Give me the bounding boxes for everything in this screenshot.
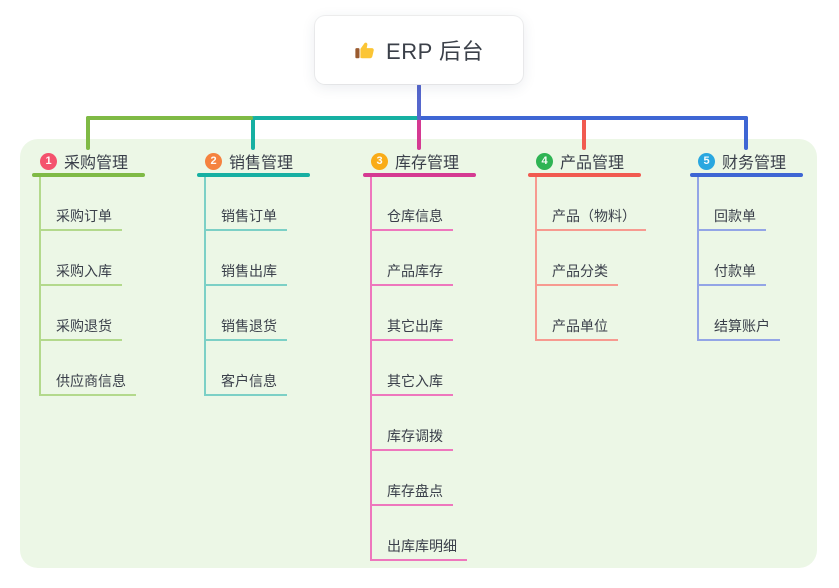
branch-title: 财务管理: [722, 155, 787, 172]
branch-header-underline: [528, 173, 641, 177]
branch-title: 销售管理: [229, 155, 294, 172]
connector-drop-1: [86, 116, 90, 150]
branch-number-badge: 3: [371, 152, 388, 170]
sub-item[interactable]: 产品分类: [535, 260, 618, 286]
sub-item[interactable]: 库存调拨: [370, 425, 453, 451]
branch-3: 3 库存管理仓库信息产品库存其它出库其它入库库存调拨库存盘点出库库明细: [363, 145, 523, 585]
branch-vertical-line: [697, 177, 699, 341]
branch-header[interactable]: 5 财务管理: [698, 150, 786, 172]
sub-item[interactable]: 产品（物料）: [535, 205, 646, 231]
thumbs-up-icon: [354, 39, 376, 61]
connector-drop-4: [582, 116, 586, 150]
branch-header-underline: [690, 173, 803, 177]
branch-vertical-line: [39, 177, 41, 396]
branch-header-underline: [363, 173, 476, 177]
sub-item[interactable]: 采购订单: [39, 205, 122, 231]
sub-item[interactable]: 付款单: [697, 260, 766, 286]
sub-item[interactable]: 采购退货: [39, 315, 122, 341]
branch-number-badge: 5: [698, 152, 715, 170]
sub-item[interactable]: 回款单: [697, 205, 766, 231]
branch-title: 产品管理: [560, 155, 625, 172]
branch-1: 1 采购管理采购订单采购入库采购退货供应商信息: [32, 145, 192, 585]
connector-drop-2: [251, 116, 255, 150]
sub-item[interactable]: 出库库明细: [370, 535, 467, 561]
branch-5: 5 财务管理回款单付款单结算账户: [690, 145, 839, 585]
sub-item[interactable]: 结算账户: [697, 315, 780, 341]
connector-drop-3: [417, 116, 421, 150]
branch-title: 采购管理: [64, 155, 129, 172]
sub-item[interactable]: 销售出库: [204, 260, 287, 286]
connector-horizontal-right: [419, 116, 748, 120]
sub-item[interactable]: 产品单位: [535, 315, 618, 341]
root-node-label: ERP 后台: [386, 39, 484, 64]
branch-number-badge: 1: [40, 152, 57, 170]
branch-header[interactable]: 2 销售管理: [205, 150, 293, 172]
content-card: [20, 139, 817, 568]
sub-item[interactable]: 销售订单: [204, 205, 287, 231]
branch-number-badge: 2: [205, 152, 222, 170]
branch-header[interactable]: 3 库存管理: [371, 150, 459, 172]
sub-item[interactable]: 其它入库: [370, 370, 453, 396]
branch-vertical-line: [370, 177, 372, 561]
connector-root-vertical: [417, 84, 421, 120]
branch-title: 库存管理: [395, 155, 460, 172]
sub-item[interactable]: 采购入库: [39, 260, 122, 286]
branch-vertical-line: [204, 177, 206, 396]
branch-vertical-line: [535, 177, 537, 341]
connector-horizontal-left: [86, 116, 253, 120]
sub-item[interactable]: 销售退货: [204, 315, 287, 341]
branch-header-underline: [197, 173, 310, 177]
sub-item[interactable]: 仓库信息: [370, 205, 453, 231]
branch-4: 4 产品管理产品（物料） 产品分类产品单位: [528, 145, 688, 585]
root-node[interactable]: ERP 后台: [315, 16, 523, 84]
branch-number-badge: 4: [536, 152, 553, 170]
branch-2: 2 销售管理销售订单销售出库销售退货客户信息: [197, 145, 357, 585]
branch-header[interactable]: 4 产品管理: [536, 150, 624, 172]
sub-item[interactable]: 客户信息: [204, 370, 287, 396]
sub-item[interactable]: 供应商信息: [39, 370, 136, 396]
connector-drop-5: [744, 116, 748, 150]
connector-horizontal-mid: [253, 116, 419, 120]
sub-item[interactable]: 库存盘点: [370, 480, 453, 506]
branch-header-underline: [32, 173, 145, 177]
sub-item[interactable]: 其它出库: [370, 315, 453, 341]
sub-item[interactable]: 产品库存: [370, 260, 453, 286]
branch-header[interactable]: 1 采购管理: [40, 150, 128, 172]
